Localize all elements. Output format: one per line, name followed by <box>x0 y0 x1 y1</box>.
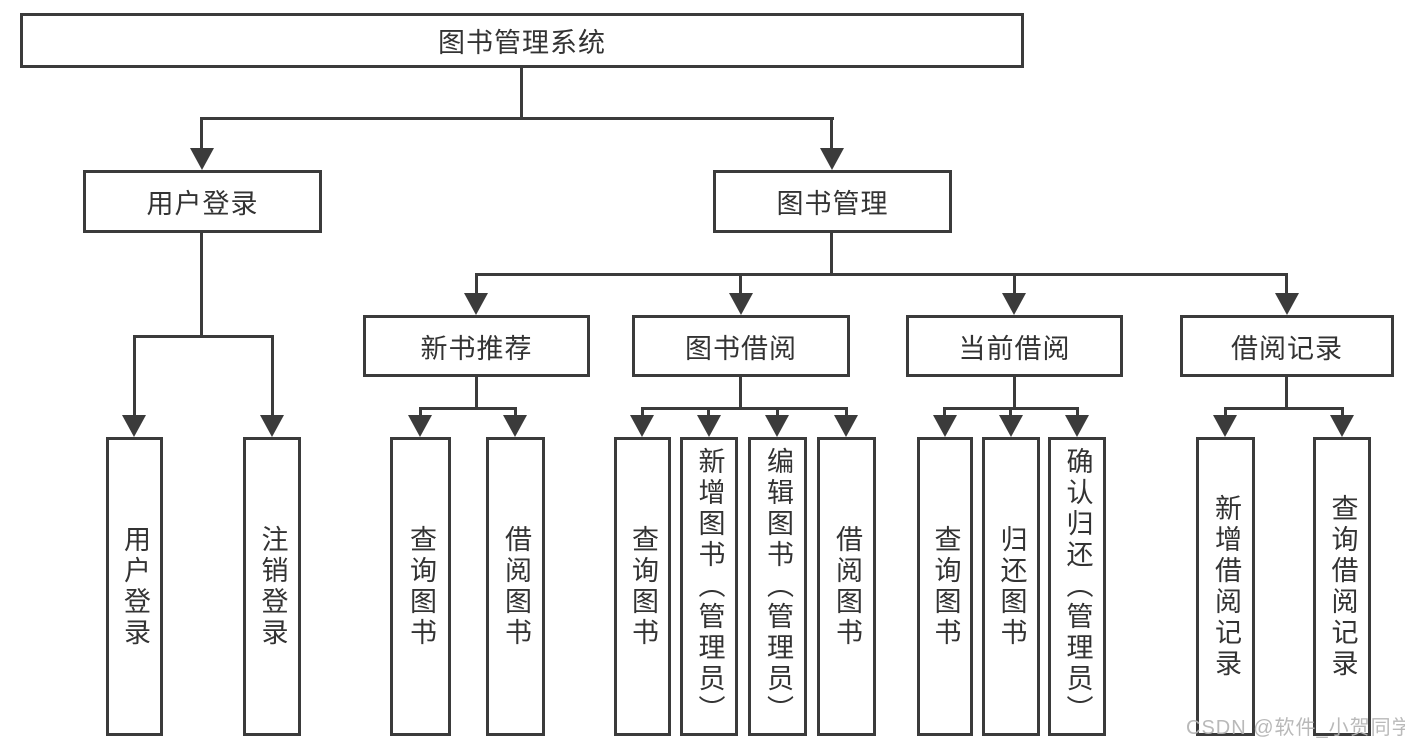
connector-line <box>514 407 517 415</box>
connector-line <box>1341 407 1344 415</box>
connector-line <box>1013 377 1016 407</box>
connector-line <box>830 233 833 273</box>
node-leaf-label: 查询图书 <box>930 524 961 649</box>
connector-line <box>943 407 946 415</box>
node-leaf-borrow-books-1: 借阅图书 <box>486 437 545 736</box>
arrow-down-icon <box>464 293 488 315</box>
connector-line <box>475 273 1288 276</box>
node-leaf-user-login: 用户登录 <box>106 437 163 736</box>
arrow-down-icon <box>260 415 284 437</box>
connector-line <box>1285 377 1288 407</box>
node-book-borrow: 图书借阅 <box>632 315 850 377</box>
connector-line <box>1009 407 1012 415</box>
connector-line <box>271 335 274 415</box>
connector-line <box>830 117 833 148</box>
node-leaf-edit-books-admin: 编辑图书（管理员） <box>748 437 807 736</box>
connector-line <box>419 407 517 410</box>
arrow-down-icon <box>408 415 432 437</box>
arrow-down-icon <box>1002 293 1026 315</box>
node-new-book-recommend-label: 新书推荐 <box>420 333 533 364</box>
connector-line <box>1285 273 1288 293</box>
node-current-borrow-label: 当前借阅 <box>958 333 1071 364</box>
connector-line <box>520 68 523 117</box>
node-root: 图书管理系统 <box>20 13 1024 68</box>
connector-line <box>419 407 422 415</box>
node-leaf-borrow-books-2: 借阅图书 <box>817 437 876 736</box>
node-borrow-records: 借阅记录 <box>1180 315 1394 377</box>
arrow-down-icon <box>1213 415 1237 437</box>
connector-line <box>641 407 848 410</box>
arrow-down-icon <box>1330 415 1354 437</box>
arrow-down-icon <box>999 415 1023 437</box>
connector-line <box>1076 407 1079 415</box>
node-leaf-label: 确认归还（管理员） <box>1062 447 1093 726</box>
node-leaf-query-books-3: 查询图书 <box>917 437 973 736</box>
node-book-borrow-label: 图书借阅 <box>685 333 797 364</box>
connector-line <box>133 335 274 338</box>
node-leaf-label: 注销登录 <box>257 524 288 649</box>
connector-line <box>641 407 644 415</box>
node-leaf-label: 借阅图书 <box>832 524 862 649</box>
arrow-down-icon <box>1065 415 1089 437</box>
arrow-down-icon <box>630 415 654 437</box>
arrow-down-icon <box>834 415 858 437</box>
watermark-text: CSDN @软件_小贺同学 <box>1186 717 1405 739</box>
connector-line <box>475 377 478 407</box>
node-leaf-return-books: 归还图书 <box>982 437 1040 736</box>
arrow-down-icon <box>503 415 527 437</box>
node-leaf-label: 归还图书 <box>996 524 1027 649</box>
node-new-book-recommend: 新书推荐 <box>363 315 590 377</box>
arrow-down-icon <box>820 148 844 170</box>
node-leaf-add-books-admin: 新增图书（管理员） <box>680 437 738 736</box>
connector-line <box>1224 407 1227 415</box>
node-leaf-add-borrow-record: 新增借阅记录 <box>1196 437 1255 736</box>
connector-line <box>707 407 710 415</box>
node-leaf-confirm-return-admin: 确认归还（管理员） <box>1048 437 1106 736</box>
arrow-down-icon <box>1275 293 1299 315</box>
node-leaf-label: 查询借阅记录 <box>1327 493 1358 680</box>
connector-line <box>1013 273 1016 293</box>
connector-line <box>200 117 203 148</box>
node-leaf-label: 借阅图书 <box>501 524 531 649</box>
node-leaf-label: 新增图书（管理员） <box>694 447 725 726</box>
connector-line <box>200 233 203 335</box>
connector-line <box>739 273 742 293</box>
node-leaf-query-books-2: 查询图书 <box>614 437 671 736</box>
connector-line <box>845 407 848 415</box>
node-user-login-label: 用户登录 <box>146 189 259 219</box>
arrow-down-icon <box>697 415 721 437</box>
arrow-down-icon <box>933 415 957 437</box>
node-book-management: 图书管理 <box>713 170 952 233</box>
node-root-label: 图书管理系统 <box>438 28 606 58</box>
connector-line <box>739 377 742 407</box>
node-borrow-records-label: 借阅记录 <box>1231 333 1343 364</box>
node-leaf-label: 查询图书 <box>628 524 658 649</box>
arrow-down-icon <box>122 415 146 437</box>
arrow-down-icon <box>729 293 753 315</box>
connector-line <box>200 117 834 120</box>
node-book-management-label: 图书管理 <box>776 189 889 219</box>
connector-line <box>776 407 779 415</box>
node-leaf-logout: 注销登录 <box>243 437 301 736</box>
connector-line <box>475 273 478 293</box>
arrow-down-icon <box>190 148 214 170</box>
connector-line <box>1224 407 1344 410</box>
node-leaf-query-borrow-record: 查询借阅记录 <box>1313 437 1371 736</box>
node-leaf-label: 用户登录 <box>120 524 150 649</box>
node-leaf-label: 编辑图书（管理员） <box>763 447 793 726</box>
node-user-login: 用户登录 <box>83 170 322 233</box>
arrow-down-icon <box>765 415 789 437</box>
node-current-borrow: 当前借阅 <box>906 315 1123 377</box>
node-leaf-label: 查询图书 <box>406 524 436 649</box>
connector-line <box>133 335 136 415</box>
node-leaf-query-books-1: 查询图书 <box>390 437 451 736</box>
node-leaf-label: 新增借阅记录 <box>1211 493 1241 680</box>
